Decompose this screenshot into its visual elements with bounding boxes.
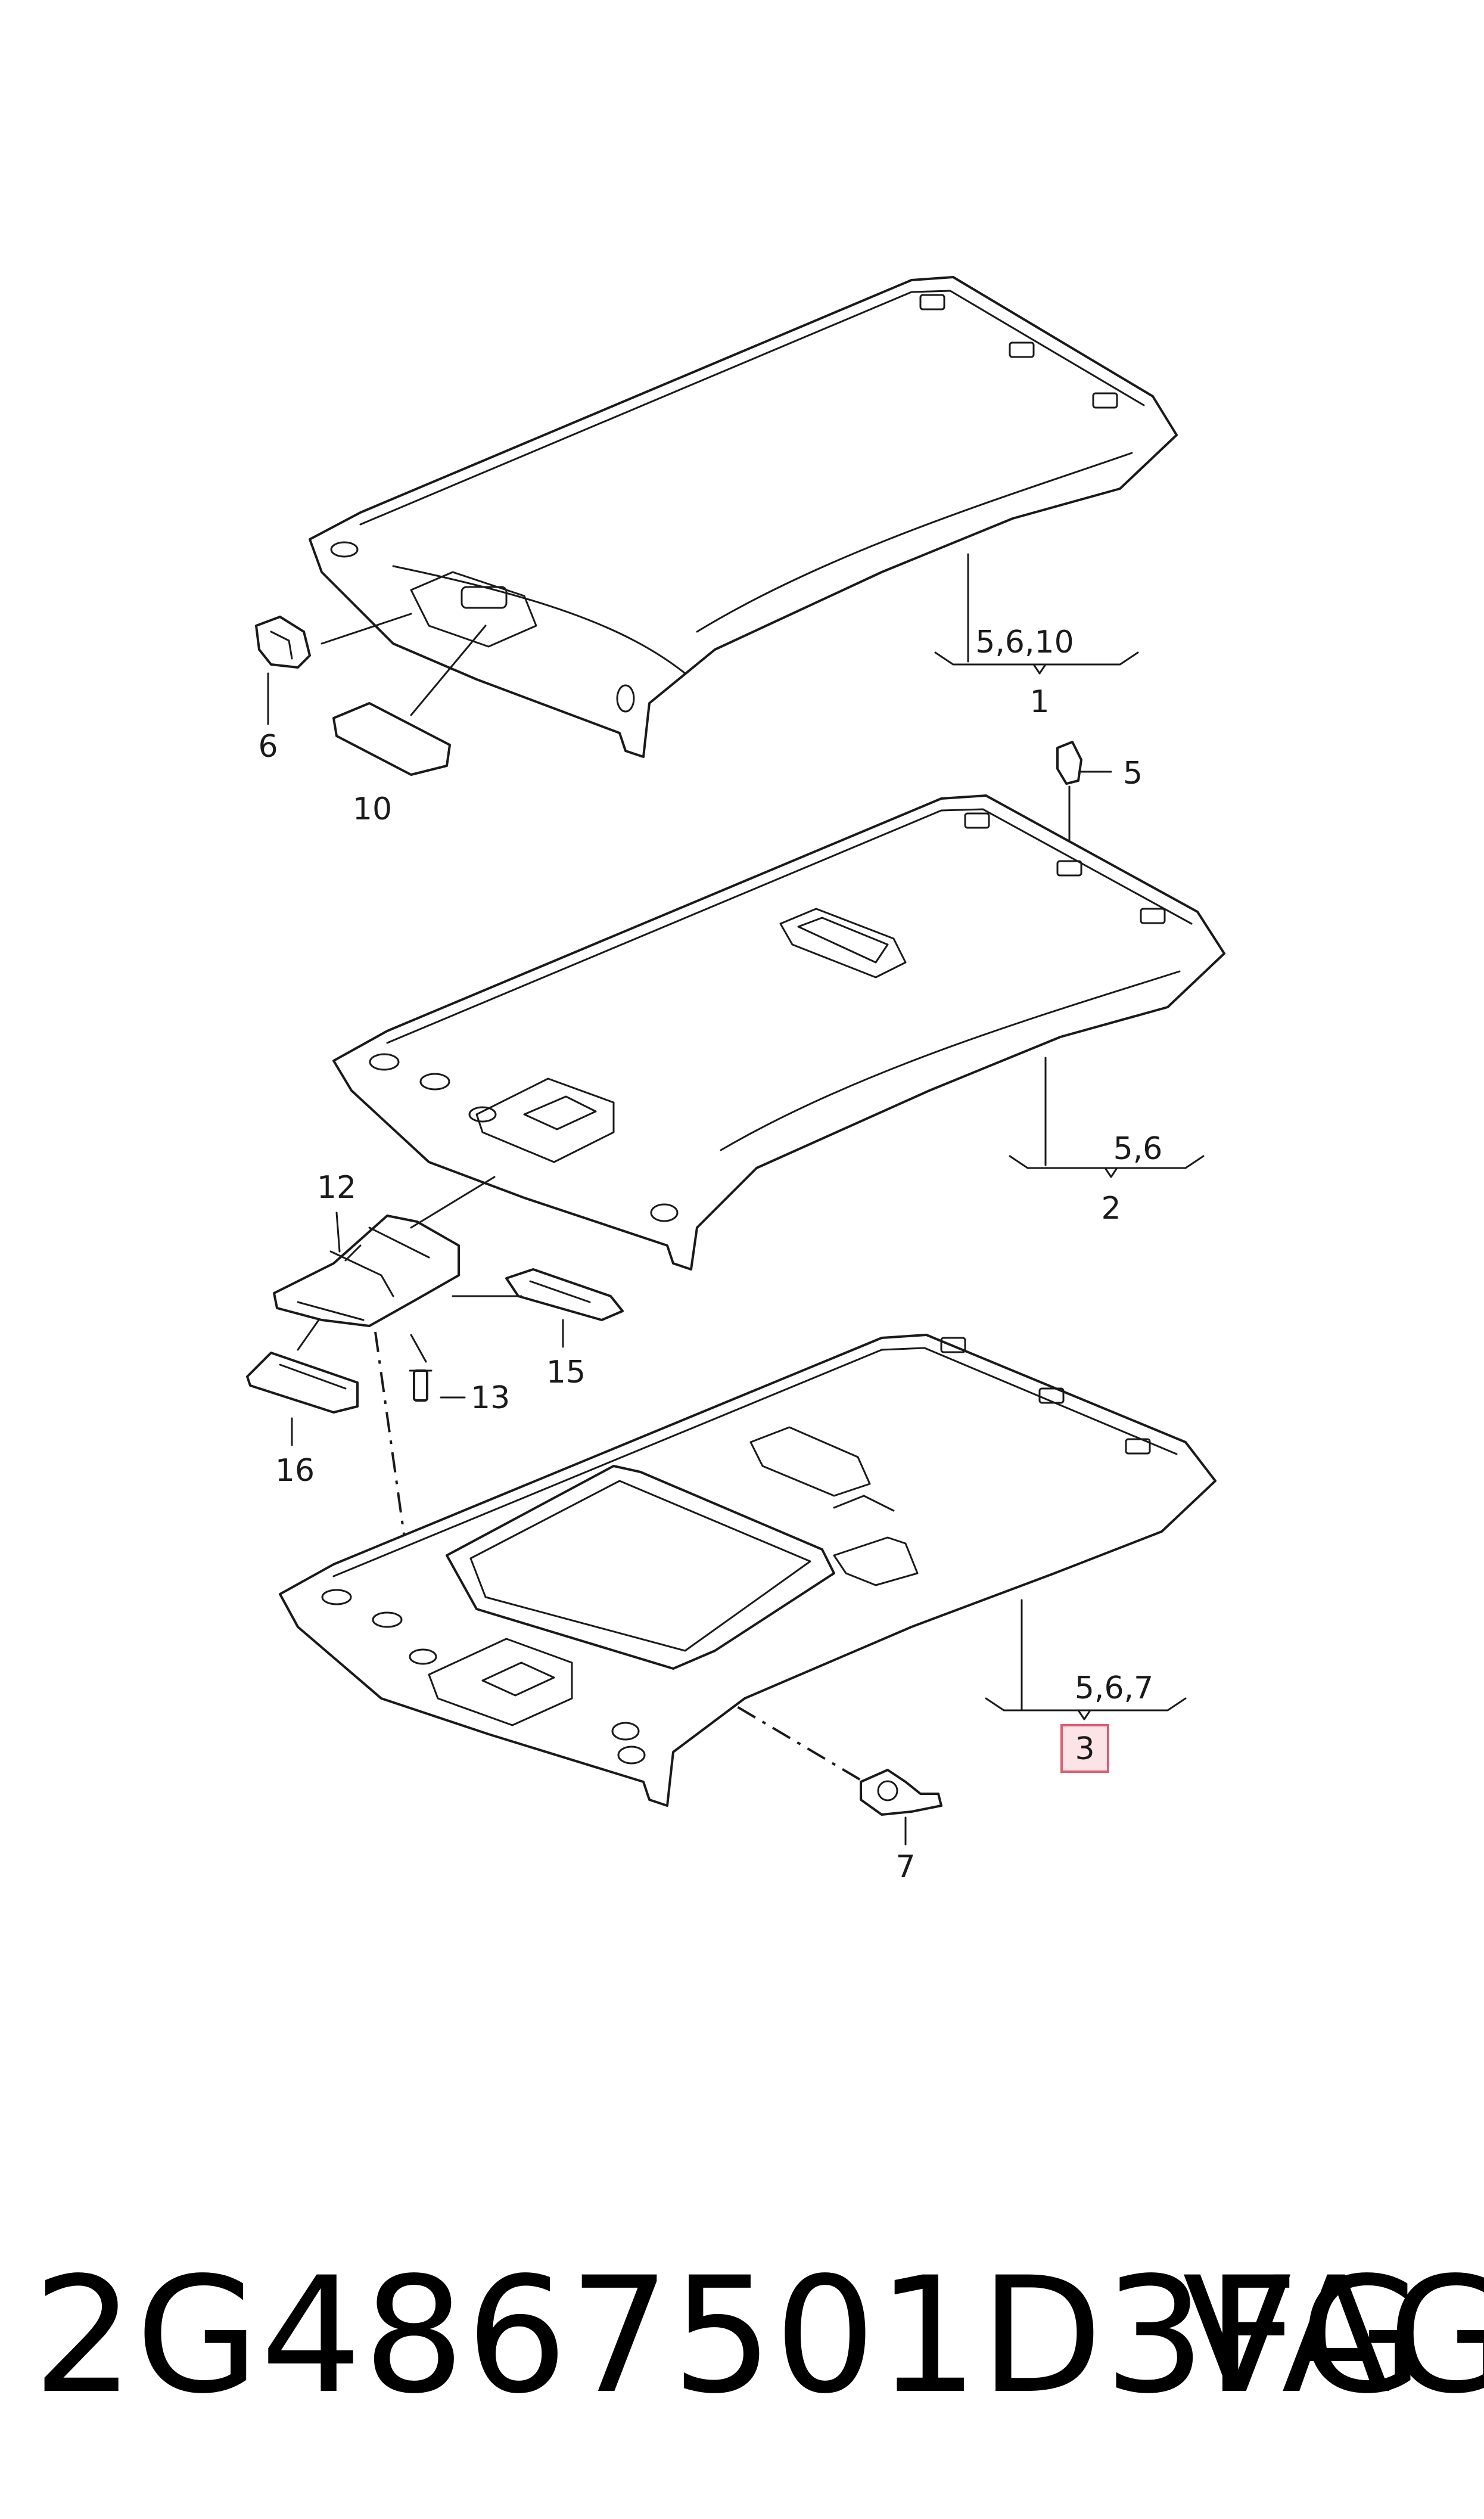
part-10-cover	[332, 625, 487, 776]
callout-part-10: 10	[353, 791, 392, 827]
callout-part-15: 15	[546, 1355, 586, 1390]
callout-headliner-3: 3	[1075, 1731, 1094, 1767]
callout-headliner-1-sub: 5,6,10	[975, 625, 1074, 660]
part-15-trim	[452, 1268, 624, 1348]
part-7-clip	[860, 1769, 942, 1846]
callout-headliner-2-sub: 5,6	[1113, 1131, 1163, 1167]
callout-part-5: 5	[1123, 756, 1143, 791]
part-16-bracket	[246, 1319, 359, 1446]
part-12-console	[273, 1176, 496, 1327]
callout-headliner-3-sub: 5,6,7	[1075, 1670, 1153, 1706]
assembly-line-console	[374, 1331, 424, 1669]
callout-part-16: 16	[275, 1453, 315, 1489]
brand-label: VAG	[1183, 2243, 1484, 2429]
headliner-1	[309, 276, 1178, 758]
callout-part-7: 7	[895, 1849, 915, 1885]
callout-part-12: 12	[317, 1170, 356, 1206]
part-6-clip	[255, 613, 412, 725]
part-13-screw	[409, 1334, 466, 1402]
footer: 2G4867501D3FG VAG	[0, 2241, 1484, 2431]
callout-headliner-2: 2	[1101, 1191, 1121, 1226]
sunroof-opening	[446, 1465, 835, 1670]
callout-headliner-1: 1	[1029, 684, 1049, 720]
callout-part-13: 13	[471, 1380, 510, 1416]
callout-headliner-3-highlight	[1060, 1724, 1109, 1773]
headliner-3	[279, 1334, 1217, 1807]
part-number: 2G4867501D3FG	[33, 2243, 1425, 2429]
callout-part-6: 6	[258, 729, 278, 765]
headliner-2	[332, 794, 1225, 1271]
